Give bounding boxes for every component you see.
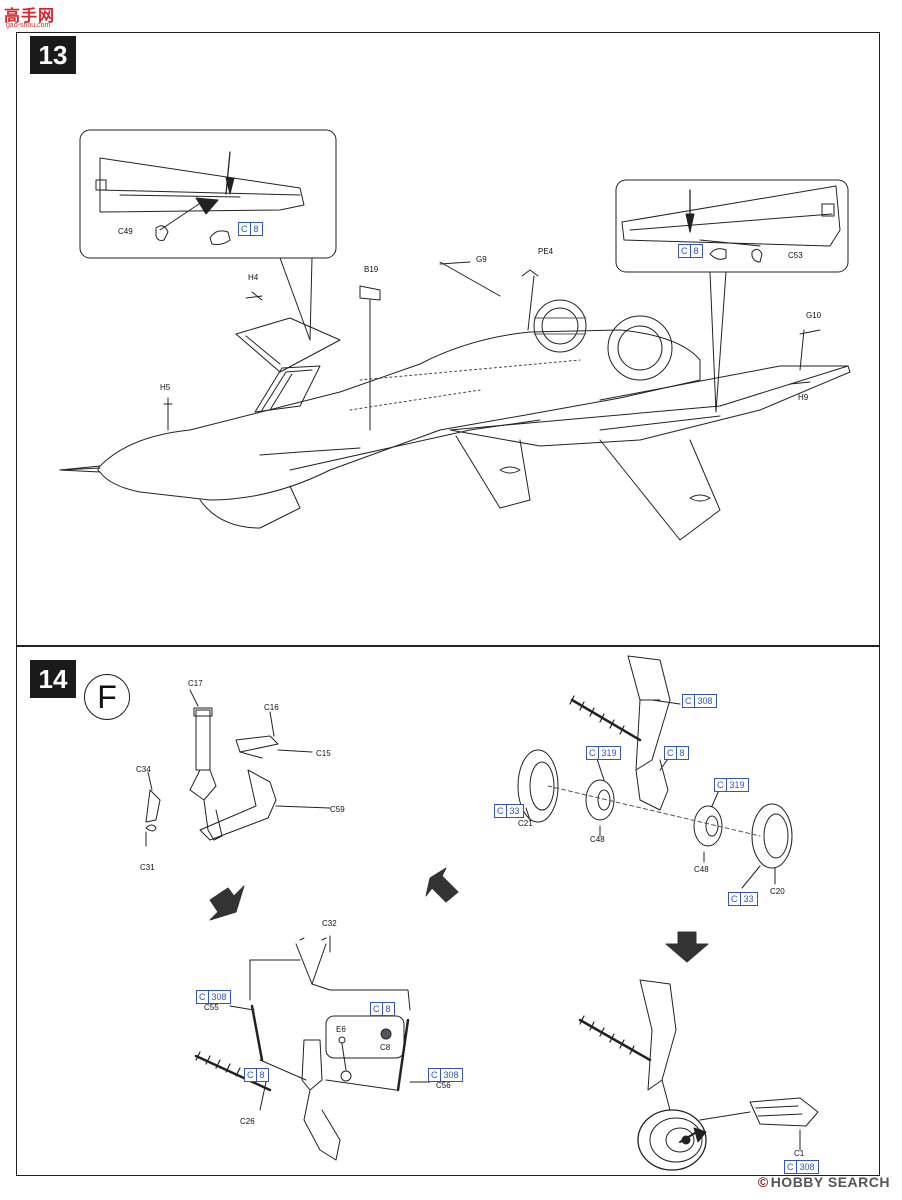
flow-arrow-down bbox=[665, 931, 709, 963]
step-14-badge: 14 bbox=[30, 660, 76, 698]
retraction-jack-top bbox=[570, 698, 642, 742]
aircraft-tail-fin-left bbox=[455, 435, 531, 509]
part-label-c48-a: C48 bbox=[590, 835, 605, 844]
hub-c48b bbox=[693, 805, 723, 847]
completed-wheel bbox=[637, 1109, 707, 1171]
part-label-g9: G9 bbox=[476, 255, 487, 264]
detail-callout-left bbox=[79, 129, 337, 259]
aircraft-tail-fin-right bbox=[599, 439, 721, 541]
flow-arrow-down-left bbox=[209, 885, 245, 921]
part-label-c59: C59 bbox=[330, 805, 345, 814]
step-14-panel bbox=[16, 646, 880, 1176]
part-label-g10: G10 bbox=[806, 311, 822, 320]
part-label-c32: C32 bbox=[322, 919, 337, 928]
part-label-c1: C1 bbox=[794, 1149, 805, 1158]
completed-gear-strut bbox=[639, 979, 677, 1091]
part-label-pe4: PE4 bbox=[538, 247, 554, 256]
part-label-c17: C17 bbox=[188, 679, 203, 688]
part-label-c15: C15 bbox=[316, 749, 331, 758]
actuator-c55 bbox=[250, 1004, 264, 1062]
part-label-c34: C34 bbox=[136, 765, 151, 774]
part-label-c20: C20 bbox=[770, 887, 785, 896]
aircraft-right-wing bbox=[449, 365, 851, 447]
step-13-panel bbox=[16, 32, 880, 646]
part-label-c21: C21 bbox=[518, 819, 533, 828]
wing-detail-right bbox=[621, 185, 841, 247]
drag-strut-c32 bbox=[295, 943, 327, 985]
gear-door-c1 bbox=[749, 1097, 819, 1127]
part-label-c31: C31 bbox=[140, 863, 155, 872]
watermark-site-url: gao-shou.com bbox=[6, 22, 51, 29]
part-label-c53: C53 bbox=[788, 251, 803, 260]
wheel-c20 bbox=[751, 803, 793, 869]
nose-gear-strut bbox=[195, 709, 211, 771]
part-label-h9: H9 bbox=[798, 393, 809, 402]
watermark-hobby-search: ©HOBBY SEARCH bbox=[757, 1174, 890, 1190]
part-label-c16: C16 bbox=[264, 703, 279, 712]
part-label-c26: C26 bbox=[240, 1117, 255, 1126]
engine-nozzle-left bbox=[533, 299, 587, 353]
hub-c48a bbox=[585, 779, 615, 821]
flow-arrow-up-right bbox=[425, 867, 459, 903]
view-f-marker: F bbox=[84, 674, 130, 720]
engine-nozzle-right bbox=[607, 315, 673, 381]
detail-callout-right bbox=[615, 179, 849, 273]
part-label-e6: E6 bbox=[336, 1025, 346, 1034]
step-13-badge: 13 bbox=[30, 36, 76, 74]
part-label-h5: H5 bbox=[160, 383, 171, 392]
detail-bubble-e6 bbox=[325, 1015, 405, 1059]
wing-detail-left bbox=[99, 157, 305, 213]
part-label-c48-b: C48 bbox=[694, 865, 709, 874]
part-label-c56: C56 bbox=[436, 1081, 451, 1090]
watermark-site-logo: 高手网 bbox=[4, 8, 56, 25]
aircraft-left-wing bbox=[235, 317, 341, 373]
part-label-b19: B19 bbox=[364, 265, 379, 274]
actuator-c56 bbox=[396, 1018, 410, 1092]
part-label-h4: H4 bbox=[248, 273, 259, 282]
wheel-c21 bbox=[517, 749, 559, 823]
part-label-c8: C8 bbox=[380, 1043, 391, 1052]
aircraft-canopy bbox=[254, 365, 321, 413]
main-leg-assembly bbox=[301, 1039, 323, 1091]
jack-c26 bbox=[194, 1054, 272, 1092]
aircraft-fuselage bbox=[59, 329, 701, 501]
gear-door bbox=[199, 769, 277, 841]
part-label-c55: C55 bbox=[204, 1003, 219, 1012]
part-label-c49: C49 bbox=[118, 227, 133, 236]
